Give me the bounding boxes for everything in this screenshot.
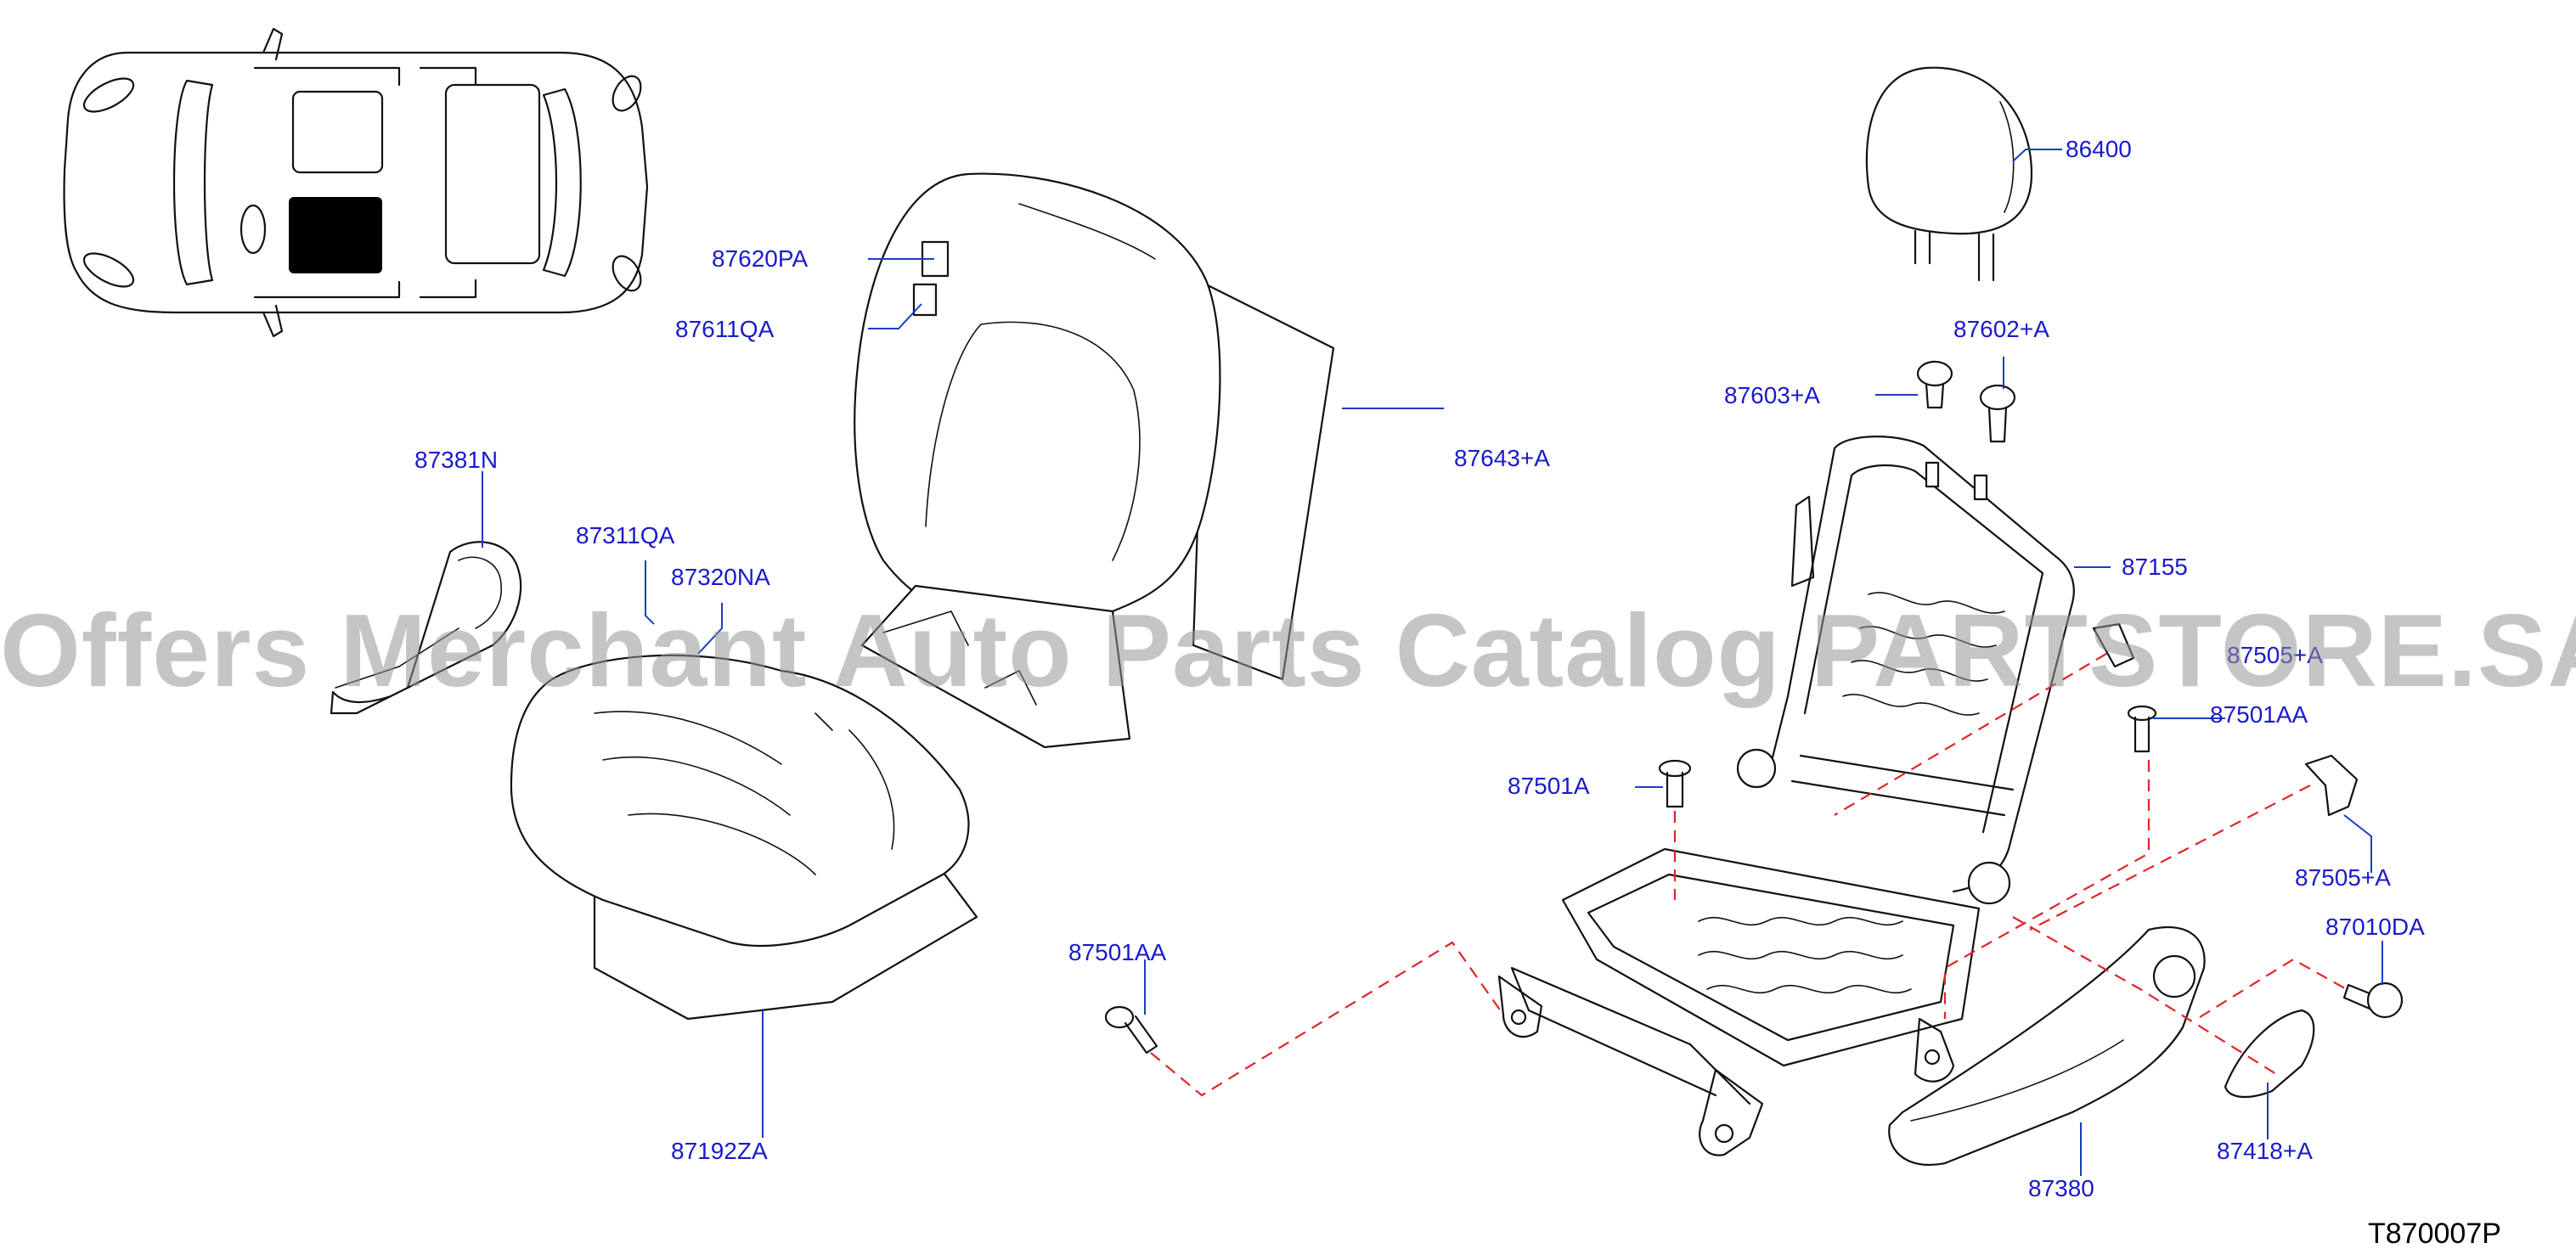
part-label-87602a[interactable]: 87602+A bbox=[1953, 316, 2049, 342]
bracket-part-lower bbox=[2304, 754, 2359, 817]
bolt-87501aa-left bbox=[1104, 1005, 1158, 1055]
part-label-87505a-upper[interactable]: 87505+A bbox=[2227, 642, 2323, 668]
part-label-87643a[interactable]: 87643+A bbox=[1454, 445, 1550, 471]
part-label-87418a[interactable]: 87418+A bbox=[2217, 1138, 2313, 1164]
seat-cushion-part bbox=[510, 654, 978, 1021]
headrest-part bbox=[1865, 66, 2033, 282]
part-label-87501aa-right[interactable]: 87501AA bbox=[2210, 701, 2308, 728]
seat-back-cushion-part bbox=[854, 172, 1335, 749]
diagram-code: T870007P bbox=[2368, 1218, 2501, 1250]
part-label-87320na[interactable]: 87320NA bbox=[671, 564, 770, 590]
seat-location-marker bbox=[289, 197, 382, 273]
seat-frame-part bbox=[1497, 436, 2075, 1156]
part-label-87505a[interactable]: 87505+A bbox=[2295, 864, 2391, 891]
screw-87010da bbox=[2342, 982, 2404, 1019]
part-label-87192za[interactable]: 87192ZA bbox=[671, 1138, 768, 1164]
leader-lines bbox=[482, 149, 2383, 1176]
bracket-part-upper bbox=[2092, 622, 2135, 668]
part-label-87501a[interactable]: 87501A bbox=[1508, 773, 1590, 799]
seat-bracket-part bbox=[330, 541, 522, 715]
headrest-guide-parts bbox=[1916, 360, 2016, 443]
part-label-87603a[interactable]: 87603+A bbox=[1724, 382, 1820, 408]
part-label-87620pa[interactable]: 87620PA bbox=[712, 245, 809, 272]
part-label-87380[interactable]: 87380 bbox=[2028, 1175, 2094, 1201]
part-label-87311qa[interactable]: 87311QA bbox=[576, 522, 675, 548]
part-label-87611qa[interactable]: 87611QA bbox=[675, 316, 775, 342]
vehicle-locator-icon bbox=[63, 27, 649, 338]
side-cover-part bbox=[1888, 925, 2206, 1166]
part-label-87501aa-left[interactable]: 87501AA bbox=[1068, 939, 1167, 965]
part-label-87010da[interactable]: 87010DA bbox=[2325, 914, 2425, 940]
bolt-87501a bbox=[1658, 759, 1692, 808]
part-label-87155[interactable]: 87155 bbox=[2122, 554, 2188, 580]
part-label-86400[interactable]: 86400 bbox=[2066, 136, 2132, 162]
bolt-87501aa-right bbox=[2127, 705, 2157, 753]
part-label-87381n[interactable]: 87381N bbox=[414, 447, 499, 473]
connection-lines bbox=[1150, 653, 2352, 1097]
recliner-knob-part bbox=[2224, 1009, 2315, 1099]
